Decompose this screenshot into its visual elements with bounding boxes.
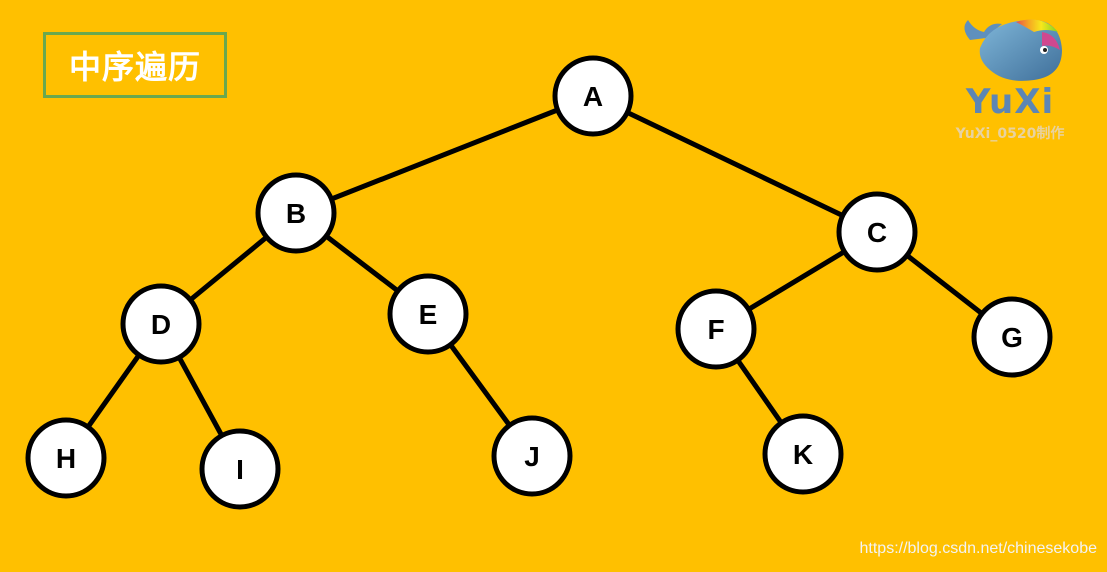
- node-label-J: J: [524, 441, 540, 472]
- node-label-A: A: [583, 81, 603, 112]
- logo-name: YuXi: [965, 82, 1055, 122]
- node-label-I: I: [236, 454, 244, 485]
- tree-node-K: K: [762, 413, 844, 495]
- tree-node-F: F: [675, 288, 757, 370]
- logo-subtitle: YuXi_0520制作: [955, 126, 1065, 142]
- node-circle-A: [552, 55, 634, 137]
- tree-node-A: A: [552, 55, 634, 137]
- node-circle-K: [762, 413, 844, 495]
- node-label-D: D: [151, 309, 171, 340]
- node-label-K: K: [793, 439, 813, 470]
- node-circle-B: [255, 172, 337, 254]
- watermark-url: https://blog.csdn.net/chinesekobe: [859, 540, 1098, 557]
- tree-node-E: E: [387, 273, 469, 355]
- edges-layer: [63, 93, 1014, 471]
- node-circle-C: [836, 191, 918, 273]
- node-label-E: E: [419, 299, 438, 330]
- tree-node-H: H: [25, 417, 107, 499]
- edge-A-B: [295, 93, 594, 216]
- node-label-F: F: [707, 314, 724, 345]
- node-label-H: H: [56, 443, 76, 474]
- tree-node-C: C: [836, 191, 918, 273]
- node-circle-D: [120, 283, 202, 365]
- edge-A-C: [591, 93, 879, 235]
- page-title: 中序遍历: [43, 32, 227, 98]
- node-circle-I: [199, 428, 281, 510]
- node-circle-F: [675, 288, 757, 370]
- node-circle-G: [971, 296, 1053, 378]
- node-label-G: G: [1001, 322, 1023, 353]
- tree-node-I: I: [199, 428, 281, 510]
- tree-node-J: J: [491, 415, 573, 497]
- node-label-C: C: [867, 217, 887, 248]
- node-label-B: B: [286, 198, 306, 229]
- whale-logo-icon: [964, 19, 1062, 81]
- tree-node-D: D: [120, 283, 202, 365]
- tree-node-B: B: [255, 172, 337, 254]
- node-circle-J: [491, 415, 573, 497]
- node-circle-H: [25, 417, 107, 499]
- nodes-layer: A B C D E F G H I J K: [25, 55, 1053, 510]
- node-circle-E: [387, 273, 469, 355]
- tree-node-G: G: [971, 296, 1053, 378]
